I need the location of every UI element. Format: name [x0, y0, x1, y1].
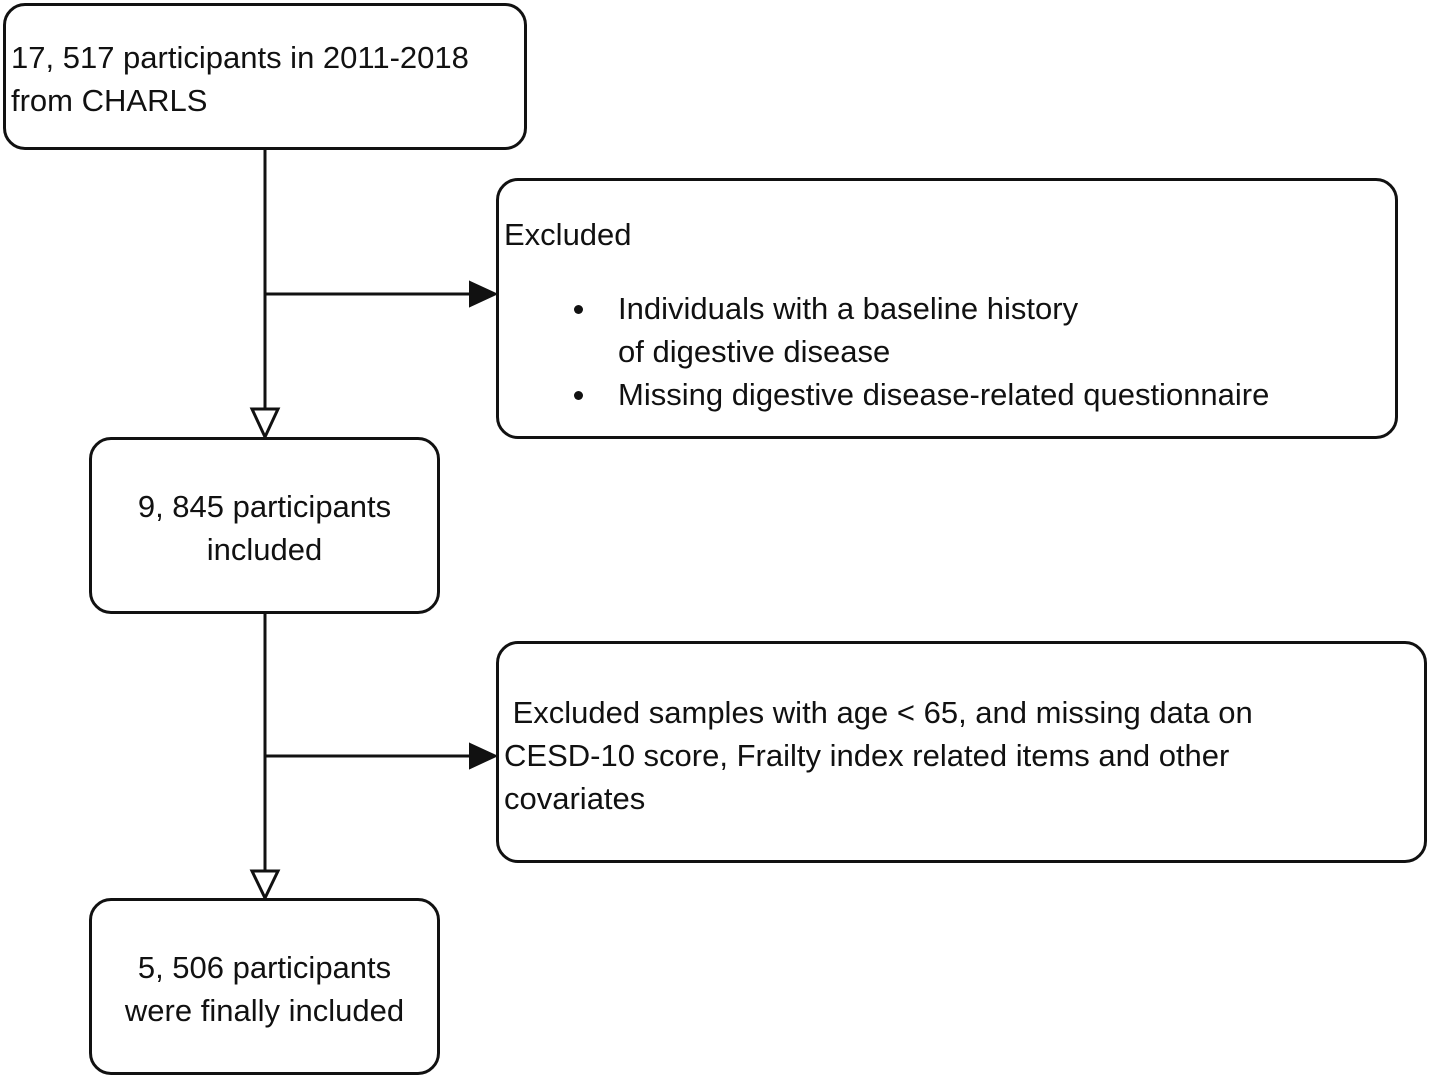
- middle-line-2: included: [206, 532, 323, 567]
- exclusion-2-line-3: covariates: [504, 781, 646, 816]
- exclusion-box-2: Excluded samples with age < 65, and miss…: [496, 641, 1427, 863]
- hollow-arrowhead-1: [249, 407, 281, 441]
- middle-line-1: 9, 845 participants: [137, 489, 392, 524]
- final-participants-box: 5, 506 participants were finally include…: [89, 898, 440, 1075]
- exclusion-2-line-1: Excluded samples with age < 65, and miss…: [504, 695, 1253, 730]
- final-line-1: 5, 506 participants: [137, 950, 392, 985]
- exclusion-1-item-2-line-1: Missing digestive disease-related questi…: [618, 377, 1270, 412]
- start-line-1: 17, 517 participants in 2011-2018: [11, 40, 469, 75]
- bullet-icon: [574, 305, 583, 314]
- filled-arrowhead-1: [469, 280, 499, 308]
- start-participants-box: 17, 517 participants in 2011-2018 from C…: [3, 3, 527, 150]
- start-line-2: from CHARLS: [11, 83, 208, 118]
- filled-arrowhead-2: [469, 742, 499, 770]
- exclusion-1-item-1-line-2: of digestive disease: [618, 334, 891, 369]
- exclusion-1-heading: Excluded: [504, 217, 632, 252]
- bullet-icon: [574, 391, 583, 400]
- exclusion-1-item: Individuals with a baseline history of d…: [574, 287, 1269, 373]
- exclusion-1-list: Individuals with a baseline history of d…: [574, 287, 1269, 416]
- exclusion-box-1: Excluded Individuals with a baseline his…: [496, 178, 1398, 439]
- exclusion-1-item-1-line-1: Individuals with a baseline history: [618, 291, 1079, 326]
- final-line-2: were finally included: [124, 993, 405, 1028]
- hollow-arrowhead-2: [249, 869, 281, 902]
- exclusion-1-item: Missing digestive disease-related questi…: [574, 373, 1269, 416]
- exclusion-2-line-2: CESD-10 score, Frailty index related ite…: [504, 738, 1230, 773]
- included-participants-box: 9, 845 participants included: [89, 437, 440, 614]
